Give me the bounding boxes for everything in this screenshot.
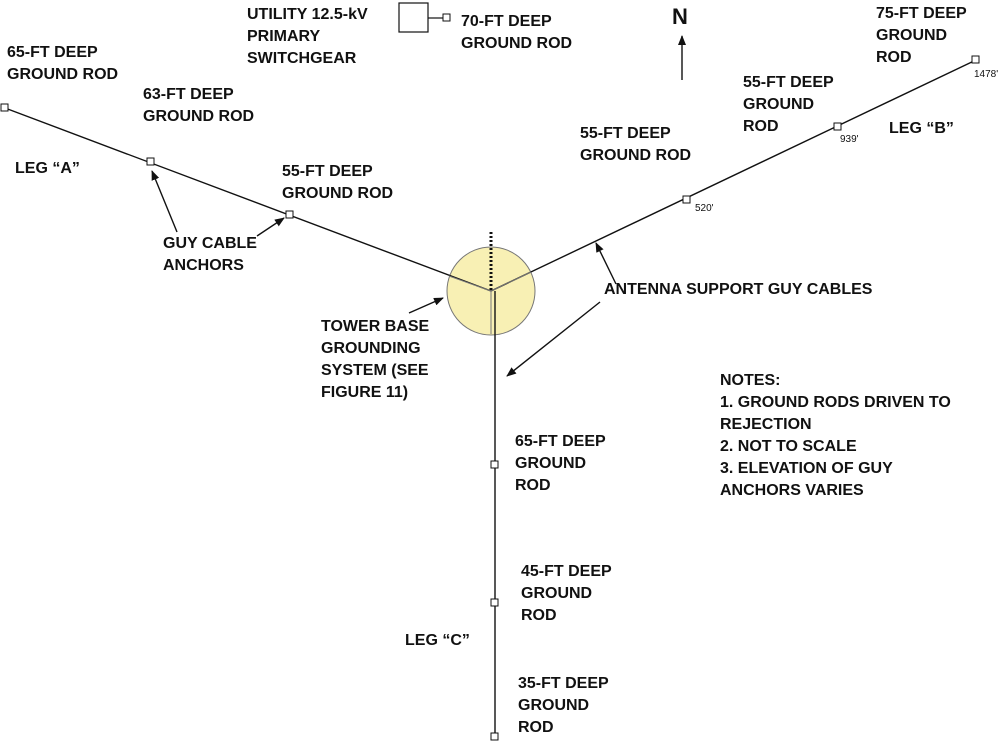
note-line: 2. NOT TO SCALE	[720, 438, 857, 455]
ground-rod-a-outer	[0, 103, 9, 112]
leg-b-outer-rod-label: 75-FT DEEP GROUND ROD	[876, 3, 967, 69]
leg-a-inner-rod-label: 55-FT DEEP GROUND ROD	[282, 161, 393, 205]
north-label: N	[672, 4, 688, 29]
base-ground-wire-b	[490, 271, 532, 292]
label-line: GROUND	[521, 585, 593, 602]
label-line: 55-FT DEEP	[580, 125, 671, 142]
label-line: UTILITY 12.5-kV	[247, 6, 368, 23]
label-line: GROUND ROD	[7, 66, 119, 83]
label-line: ANTENNA SUPPORT GUY CABLES	[604, 281, 873, 298]
ground-rod-a-inner	[285, 210, 294, 219]
ground-rod-c-outer	[490, 732, 499, 741]
ground-rod-utility	[442, 13, 451, 22]
leg-c-label: LEG “C”	[405, 632, 470, 649]
label-line: 35-FT DEEP	[518, 675, 609, 692]
leg-c-middle-rod-label: 45-FT DEEP GROUND ROD	[521, 561, 612, 627]
leg-a-outer-rod-label: 65-FT DEEP GROUND ROD	[7, 42, 118, 86]
ground-rod-b-inner	[682, 195, 691, 204]
label-line: ROD	[515, 477, 551, 494]
label-line: ROD	[743, 118, 779, 135]
ground-rod-c-inner	[490, 460, 499, 469]
tower-base-callout: TOWER BASE GROUNDING SYSTEM (SEE FIGURE …	[321, 316, 429, 404]
label-line: SWITCHGEAR	[247, 50, 357, 67]
label-line: FIGURE 11)	[321, 384, 409, 401]
label-line: SYSTEM (SEE	[321, 362, 429, 379]
label-line: GROUND ROD	[282, 185, 394, 202]
guy-cable-callout-arrow-1	[595, 242, 617, 285]
label-line: 45-FT DEEP	[521, 563, 612, 580]
utility-switchgear-label: UTILITY 12.5-kV PRIMARY SWITCHGEAR	[247, 4, 368, 70]
leg-b-label: LEG “B”	[889, 120, 954, 137]
label-line: ROD	[521, 607, 557, 624]
note-line: ANCHORS VARIES	[720, 482, 864, 499]
label-line: GROUND ROD	[143, 108, 255, 125]
label-line: TOWER BASE	[321, 318, 430, 335]
label-line: 55-FT DEEP	[282, 163, 373, 180]
label-line: GROUNDING	[321, 340, 421, 357]
ground-rod-a-middle	[146, 157, 155, 166]
guy-cable-anchors-callout: GUY CABLE ANCHORS	[163, 233, 257, 277]
label-line: GROUND	[743, 96, 815, 113]
ground-rod-b-middle	[833, 122, 842, 131]
label-line: 70-FT DEEP	[461, 13, 552, 30]
leg-b-middle-rod-label: 55-FT DEEP GROUND ROD	[743, 72, 834, 138]
anchor-callout-arrow-2	[256, 217, 285, 237]
label-line: ROD	[876, 49, 912, 66]
leg-a-label: LEG “A”	[15, 160, 80, 177]
label-line: GROUND	[876, 27, 948, 44]
leg-b-cable	[490, 59, 977, 292]
ground-rod-b-outer	[971, 55, 980, 64]
switchgear-box	[398, 2, 429, 33]
antenna-support-callout: ANTENNA SUPPORT GUY CABLES	[604, 279, 872, 301]
note-line: 3. ELEVATION OF GUY	[720, 460, 893, 477]
label-line: GUY CABLE	[163, 235, 257, 252]
label-line: 63-FT DEEP	[143, 86, 234, 103]
label-line: GROUND ROD	[461, 35, 573, 52]
guy-cable-callout-arrow-2	[506, 301, 601, 377]
label-line: ANCHORS	[163, 257, 244, 274]
utility-rod-label: 70-FT DEEP GROUND ROD	[461, 11, 572, 55]
label-line: 65-FT DEEP	[7, 44, 98, 61]
label-line: GROUND	[515, 455, 587, 472]
anchor-callout-arrow-1	[151, 170, 178, 233]
label-line: GROUND ROD	[580, 147, 692, 164]
distance-b-outer: 1478'	[974, 69, 999, 80]
leg-c-outer-rod-label: 35-FT DEEP GROUND ROD	[518, 673, 609, 739]
label-line: GROUND	[518, 697, 590, 714]
tower-base-callout-arrow	[408, 297, 444, 314]
label-line: 65-FT DEEP	[515, 433, 606, 450]
leg-a-cable	[4, 107, 492, 292]
ground-rod-c-middle	[490, 598, 499, 607]
notes-heading: NOTES:	[720, 372, 781, 389]
leg-c-inner-rod-label: 65-FT DEEP GROUND ROD	[515, 431, 606, 497]
notes-block: NOTES: 1. GROUND RODS DRIVEN TO REJECTIO…	[720, 370, 951, 502]
leg-a-middle-rod-label: 63-FT DEEP GROUND ROD	[143, 84, 254, 128]
distance-b-middle: 939'	[840, 134, 859, 145]
leg-b-inner-rod-label: 55-FT DEEP GROUND ROD	[580, 123, 691, 167]
label-line: PRIMARY	[247, 28, 321, 45]
label-line: 55-FT DEEP	[743, 74, 834, 91]
note-line: REJECTION	[720, 416, 812, 433]
label-line: 75-FT DEEP	[876, 5, 967, 22]
note-line: 1. GROUND RODS DRIVEN TO	[720, 394, 951, 411]
distance-b-inner: 520'	[695, 203, 714, 214]
label-line: ROD	[518, 719, 554, 736]
base-ground-wire-a	[448, 275, 492, 292]
